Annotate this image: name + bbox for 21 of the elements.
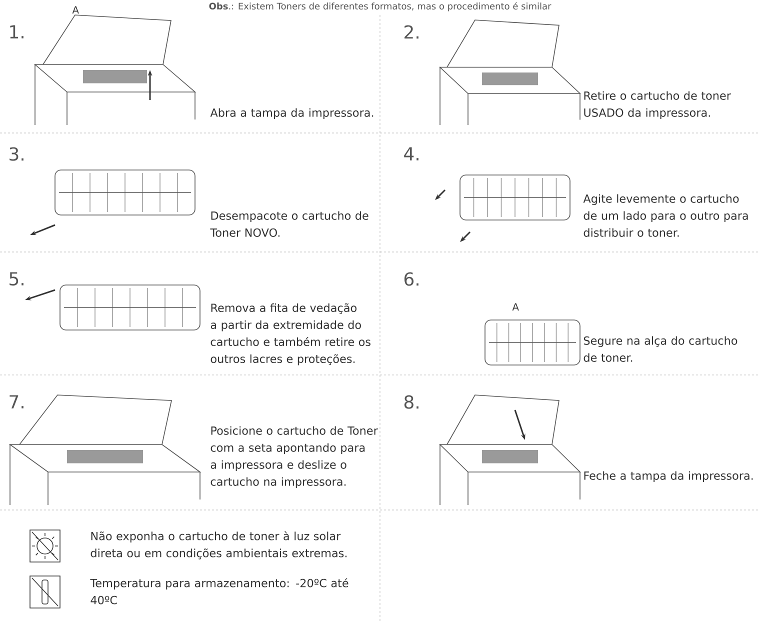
step-number: 2.	[404, 25, 418, 39]
instruction-text: Agite levemente o cartucho de um lado para o outro para distribuir o toner.	[583, 194, 748, 237]
instruction-text: Feche a tampa da impressora.	[584, 471, 753, 482]
callout-letter: A	[72, 6, 79, 14]
step-number: 6.	[404, 272, 418, 286]
warning-text: Temperatura para armazenamento: -20ºC até 40ºC	[90, 578, 348, 604]
note-heading: Obs.: Existem Toners de diferentes formatos, mas o procedimento é similar	[209, 2, 552, 12]
warning-text: Não exponha o cartucho de toner à luz solar direta ou em condições ambientais extremas.	[90, 531, 347, 560]
step-number: 8.	[404, 395, 418, 409]
step-number: 5.	[10, 272, 24, 286]
step-number: 4.	[404, 147, 418, 160]
instruction-text: Retire o cartucho de toner USADO da impressora.	[584, 91, 731, 120]
instruction-text: Abra a tampa da impressora.	[210, 108, 374, 120]
instruction-text: Posicione o cartucho de Toner com a seta apontando para a impressora e deslize o cartucho na impressora.	[210, 426, 378, 488]
callout-letter: A	[512, 303, 519, 310]
instruction-text: Desempacote o cartucho de Toner NOVO.	[210, 211, 368, 237]
step-number: 1.	[10, 25, 24, 38]
instruction-text: Remova a fita de vedação a partir da extremidade do cartucho e também retire os outros lacres e proteções.	[210, 303, 370, 366]
instruction-text: Segure na alça do cartucho de toner.	[584, 336, 738, 362]
step-number: 3.	[10, 147, 24, 161]
step-number: 7.	[10, 395, 24, 408]
